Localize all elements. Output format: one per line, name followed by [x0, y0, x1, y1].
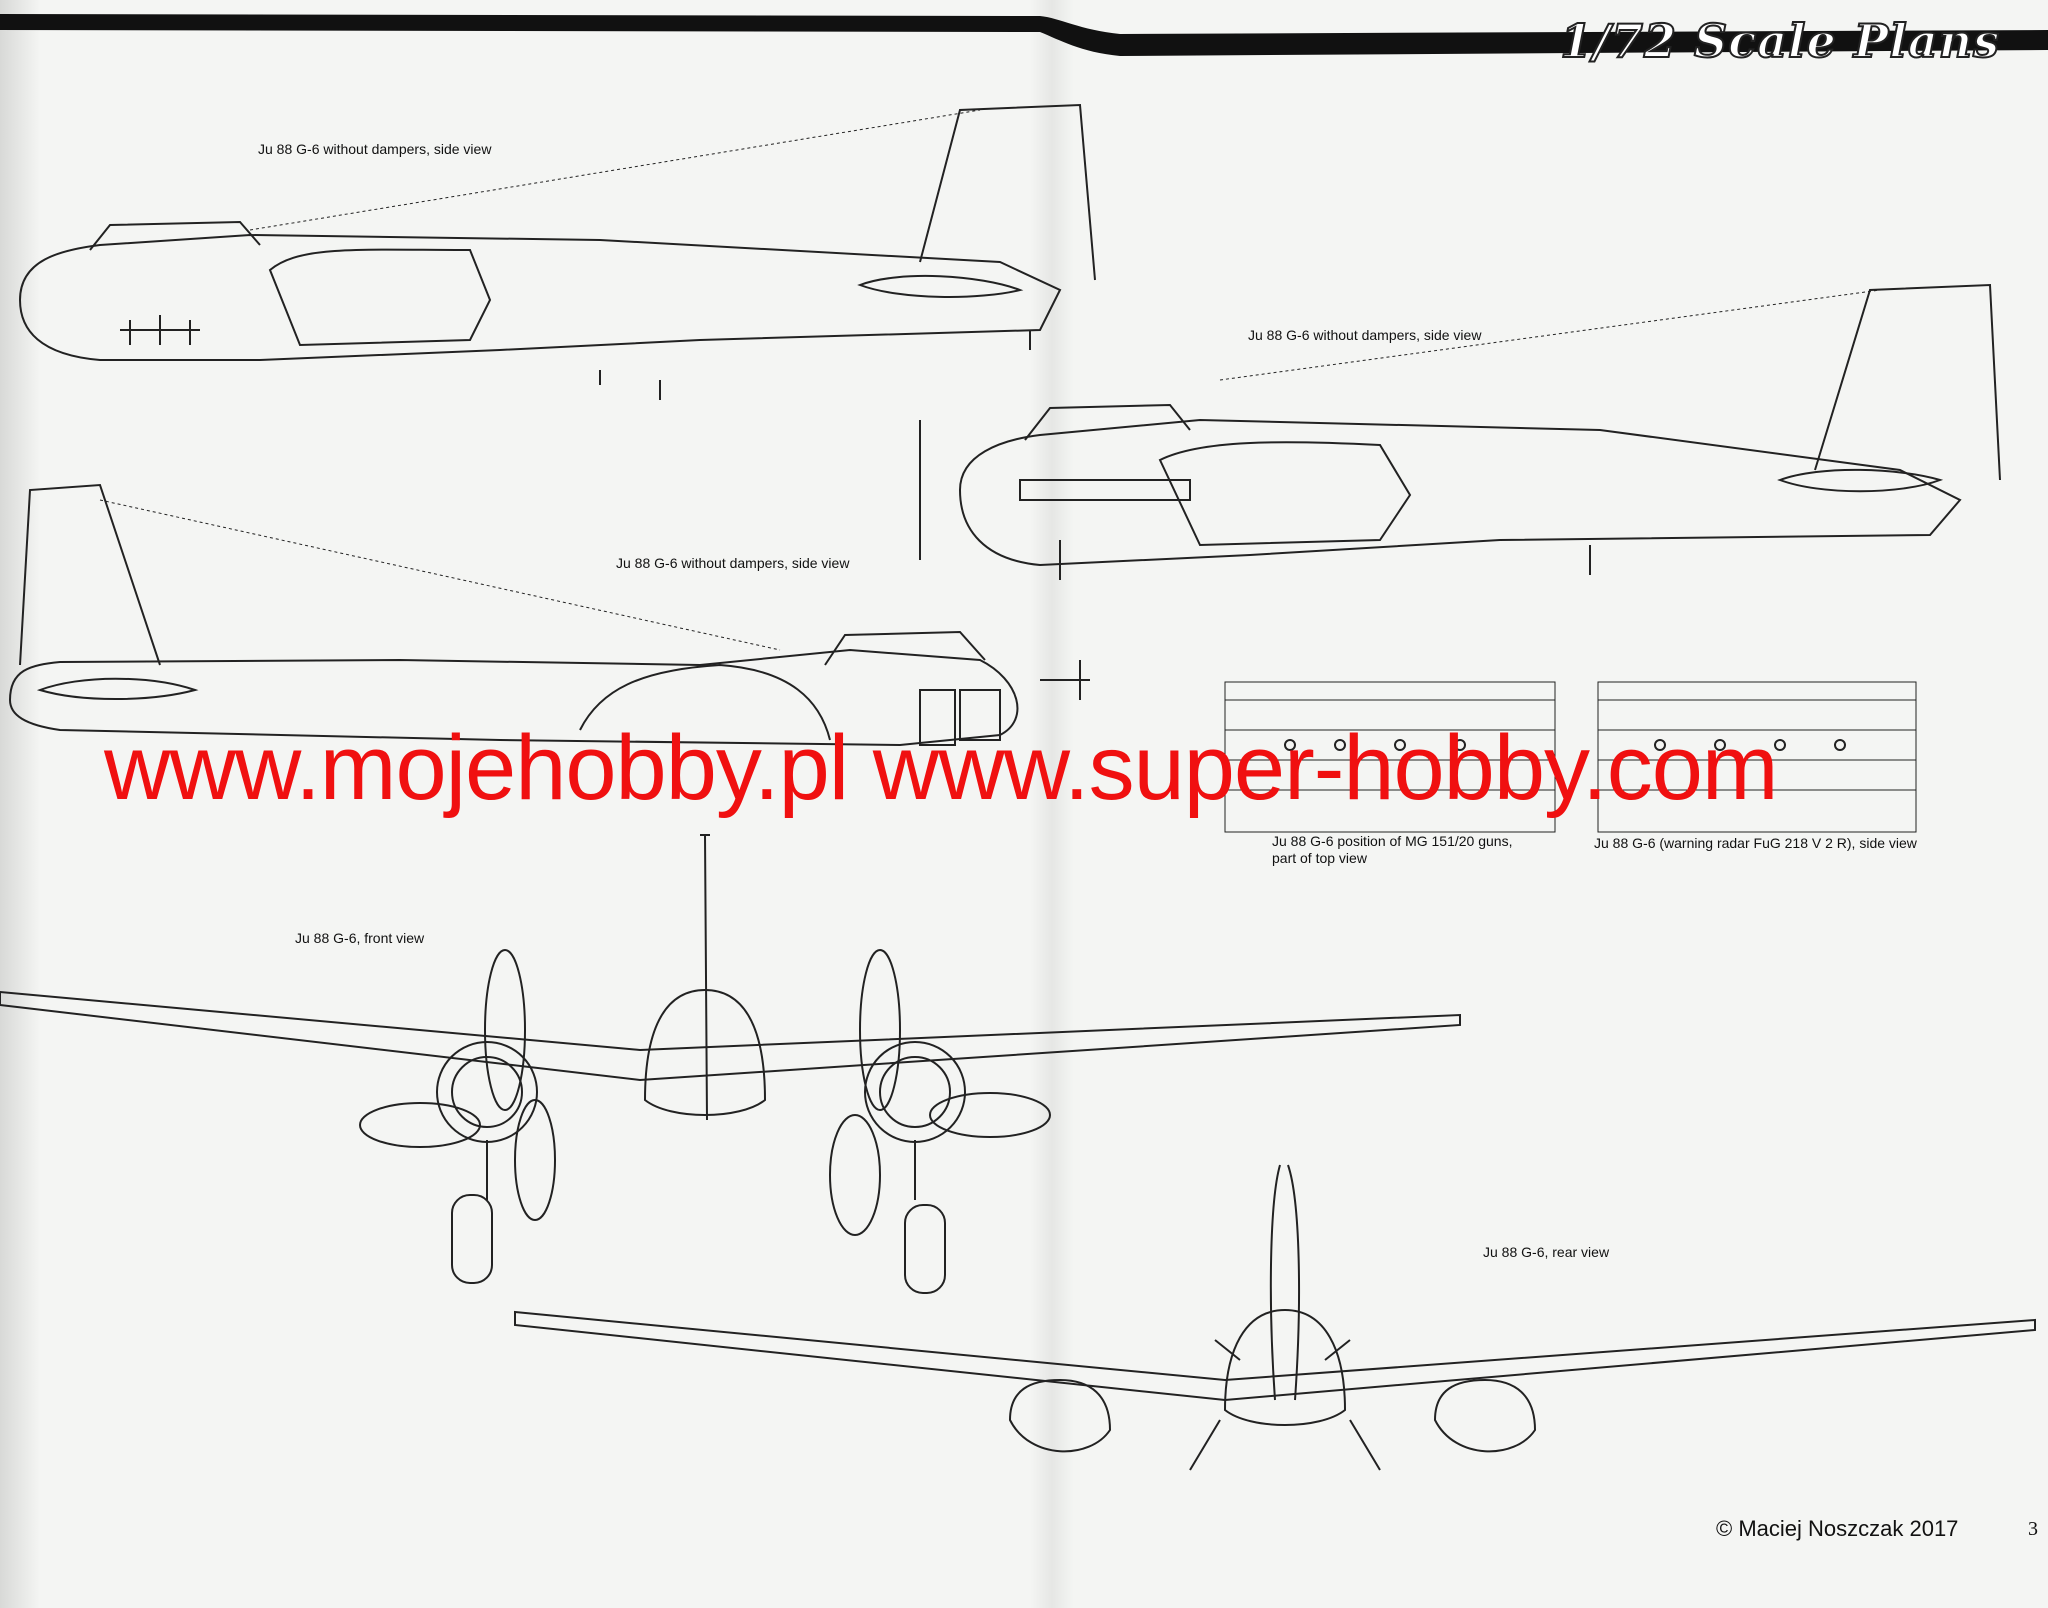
header-title: 1/72 Scale Plans	[1559, 13, 2000, 69]
caption-guns-top-view: Ju 88 G-6 position of MG 151/20 guns, pa…	[1272, 833, 1512, 867]
book-gutter	[1030, 0, 1074, 1608]
side-view-2-drawing	[919, 283, 2001, 580]
header-band	[0, 14, 2048, 56]
guns-inset-drawing	[1224, 681, 1556, 833]
radar-inset-drawing	[1597, 681, 1917, 833]
side-view-1-drawing	[18, 103, 1096, 400]
caption-radar-side-view: Ju 88 G-6 (warning radar FuG 218 V 2 R),…	[1594, 835, 1917, 851]
caption-side-view-3: Ju 88 G-6 without dampers, side view	[616, 555, 850, 571]
caption-side-view-1: Ju 88 G-6 without dampers, side view	[258, 141, 492, 157]
caption-guns-line-1: Ju 88 G-6 position of MG 151/20 guns,	[1272, 833, 1513, 849]
caption-side-view-2: Ju 88 G-6 without dampers, side view	[1248, 327, 1482, 343]
caption-guns-line-2: part of top view	[1272, 850, 1367, 866]
side-view-3-drawing	[8, 483, 1090, 747]
front-view-drawing	[0, 834, 1461, 1294]
caption-front-view: Ju 88 G-6, front view	[295, 930, 425, 946]
watermark-text: www.mojehobby.pl www.super-hobby.com	[104, 717, 1779, 819]
caption-rear-view: Ju 88 G-6, rear view	[1483, 1244, 1610, 1260]
page-number: 3	[2028, 1518, 2038, 1540]
copyright-notice: © Maciej Noszczak 2017	[1716, 1516, 1959, 1541]
rear-view-drawing	[514, 1164, 2036, 1471]
